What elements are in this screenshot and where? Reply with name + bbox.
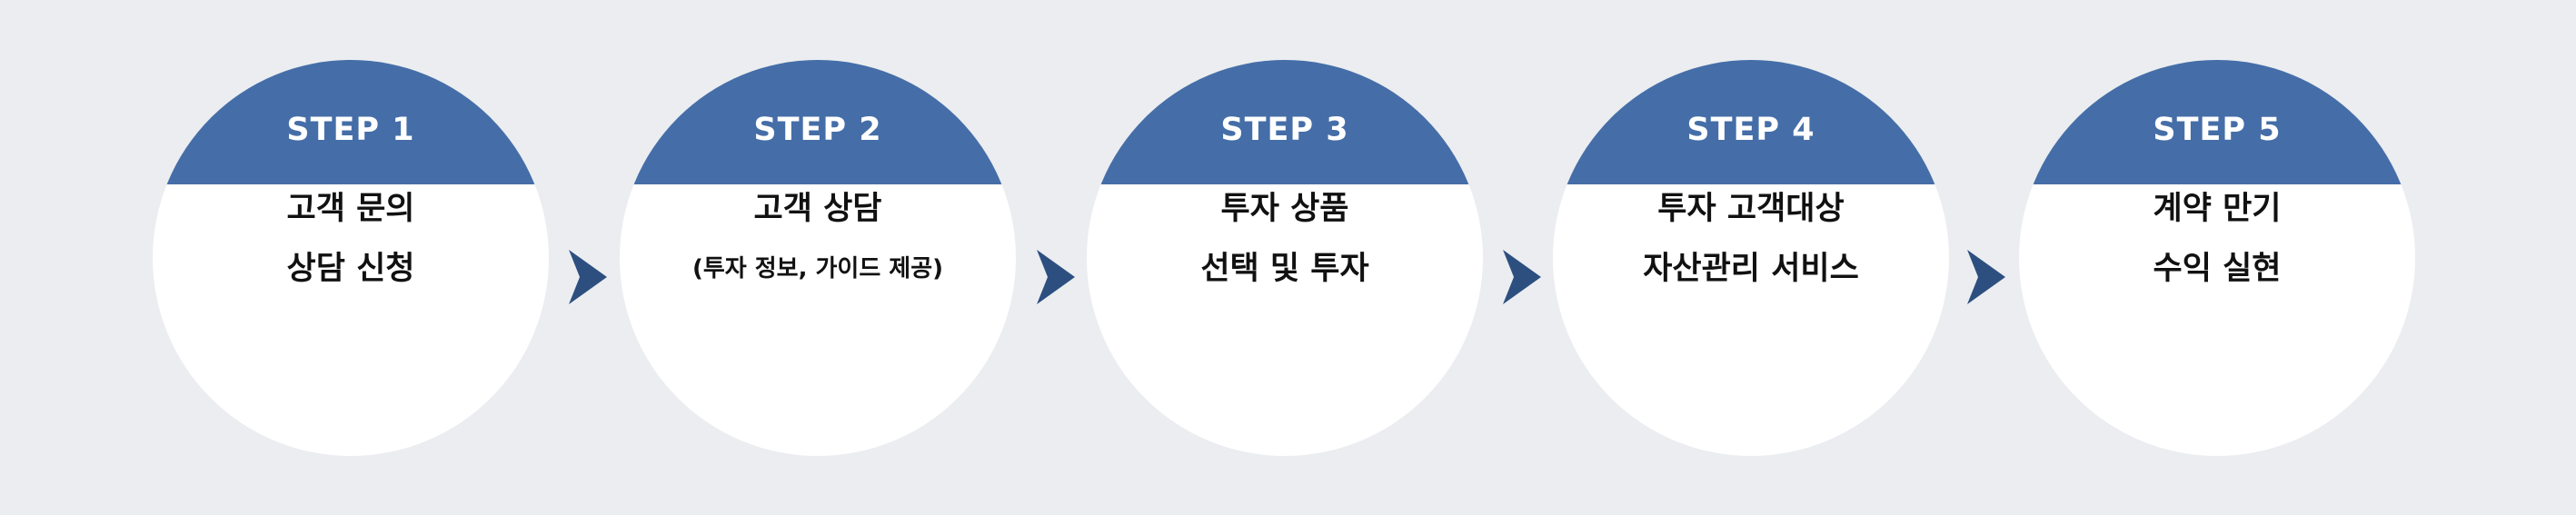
step-1-header: STEP 1 xyxy=(153,60,549,184)
step-4-circle: STEP 4 투자 고객대상 자산관리 서비스 xyxy=(1553,60,1949,456)
step-4-header: STEP 4 xyxy=(1553,60,1949,184)
step-4-line1: 투자 고객대상 xyxy=(1657,191,1845,227)
step-2-header: STEP 2 xyxy=(620,60,1016,184)
step-5-line2: 수익 실현 xyxy=(2153,251,2282,287)
step-3-line1: 투자 상품 xyxy=(1220,191,1349,227)
step-1-title: STEP 1 xyxy=(286,111,415,148)
step-3-line2: 선택 및 투자 xyxy=(1200,251,1369,287)
step-5-title: STEP 5 xyxy=(2153,111,2282,148)
step-2-body: 고객 상담 (투자 정보, 가이드 제공) xyxy=(620,66,1016,338)
step-3-header: STEP 3 xyxy=(1087,60,1483,184)
chevron-right-icon xyxy=(1037,250,1075,304)
step-5-body: 계약 만기 수익 실현 xyxy=(2019,66,2415,338)
chevron-right-icon xyxy=(1967,250,2005,304)
step-2-circle: STEP 2 고객 상담 (투자 정보, 가이드 제공) xyxy=(620,60,1016,456)
step-5-circle: STEP 5 계약 만기 수익 실현 xyxy=(2019,60,2415,456)
chevron-right-icon xyxy=(569,250,607,304)
step-2-line1: 고객 상담 xyxy=(753,191,882,227)
step-5-line1: 계약 만기 xyxy=(2153,191,2282,227)
step-1-circle: STEP 1 고객 문의 상담 신청 xyxy=(153,60,549,456)
step-1-body: 고객 문의 상담 신청 xyxy=(153,66,549,338)
step-1-line2: 상담 신청 xyxy=(286,251,415,287)
step-3-circle: STEP 3 투자 상품 선택 및 투자 xyxy=(1087,60,1483,456)
step-3-title: STEP 3 xyxy=(1220,111,1349,148)
step-5-header: STEP 5 xyxy=(2019,60,2415,184)
step-1-line1: 고객 문의 xyxy=(286,191,415,227)
step-2-line2: (투자 정보, 가이드 제공) xyxy=(691,255,944,282)
step-3-body: 투자 상품 선택 및 투자 xyxy=(1087,66,1483,338)
chevron-right-icon xyxy=(1503,250,1541,304)
step-2-title: STEP 2 xyxy=(753,111,882,148)
step-4-title: STEP 4 xyxy=(1686,111,1815,148)
step-4-line2: 자산관리 서비스 xyxy=(1643,251,1859,287)
step-4-body: 투자 고객대상 자산관리 서비스 xyxy=(1553,66,1949,338)
